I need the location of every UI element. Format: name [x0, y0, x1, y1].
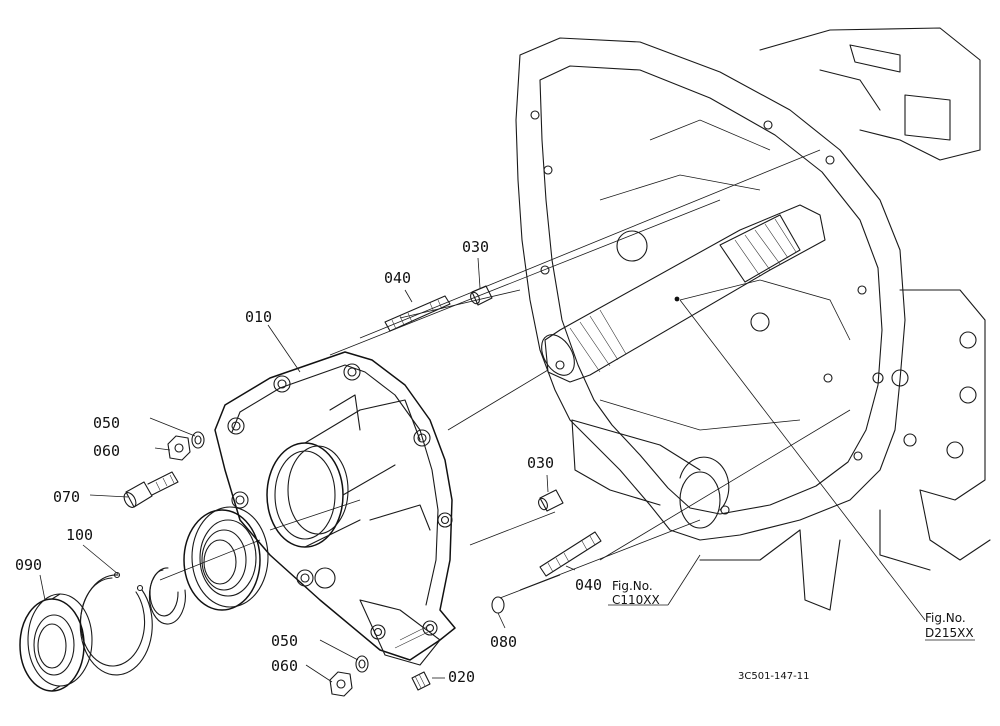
label-040-upper: 040 — [384, 269, 411, 287]
label-080: 080 — [490, 633, 517, 651]
dowel-pin-030-upper — [470, 285, 493, 306]
leader-lines — [39, 257, 975, 683]
stud-bolt-040-lower — [539, 531, 602, 577]
spline-shaft — [541, 204, 826, 383]
dowel-pin-030-lower — [538, 489, 564, 512]
ref-d215-title: Fig.No. — [925, 611, 966, 625]
ref-d215-code: D215XX — [925, 626, 974, 640]
label-060-lower: 060 — [271, 657, 298, 675]
assembly-guide-lines — [159, 149, 926, 621]
bolt-070 — [123, 471, 179, 508]
ball-bearing — [183, 506, 269, 611]
label-050-upper: 050 — [93, 414, 120, 432]
label-030-lower: 030 — [527, 454, 554, 472]
cover-housing-010 — [214, 351, 456, 666]
label-060-upper: 060 — [93, 442, 120, 460]
ref-c110-code: C110XX — [612, 593, 660, 607]
label-020: 020 — [448, 668, 475, 686]
stud-bolt-040-upper — [384, 295, 451, 332]
label-040-lower: 040 — [575, 576, 602, 594]
circlip-100 — [79, 571, 153, 676]
label-030-upper: 030 — [462, 238, 489, 256]
transmission-housing — [515, 27, 991, 611]
washer-050-lower — [355, 655, 369, 673]
shaft-center-dot — [674, 296, 680, 302]
ref-c110-title: Fig.No. — [612, 579, 653, 593]
label-050-lower: 050 — [271, 632, 298, 650]
label-070: 070 — [53, 488, 80, 506]
snap-ring-small — [148, 567, 186, 625]
drawing-code: 3C501-147-11 — [738, 671, 809, 682]
label-010: 010 — [245, 308, 272, 326]
washer-050-upper — [191, 431, 205, 449]
nut-060-lower — [329, 671, 353, 697]
screw-020 — [411, 671, 431, 691]
label-090: 090 — [15, 556, 42, 574]
nut-060-upper — [167, 435, 191, 461]
oil-seal-090 — [19, 593, 93, 692]
o-ring-080 — [491, 596, 505, 614]
label-100: 100 — [66, 526, 93, 544]
